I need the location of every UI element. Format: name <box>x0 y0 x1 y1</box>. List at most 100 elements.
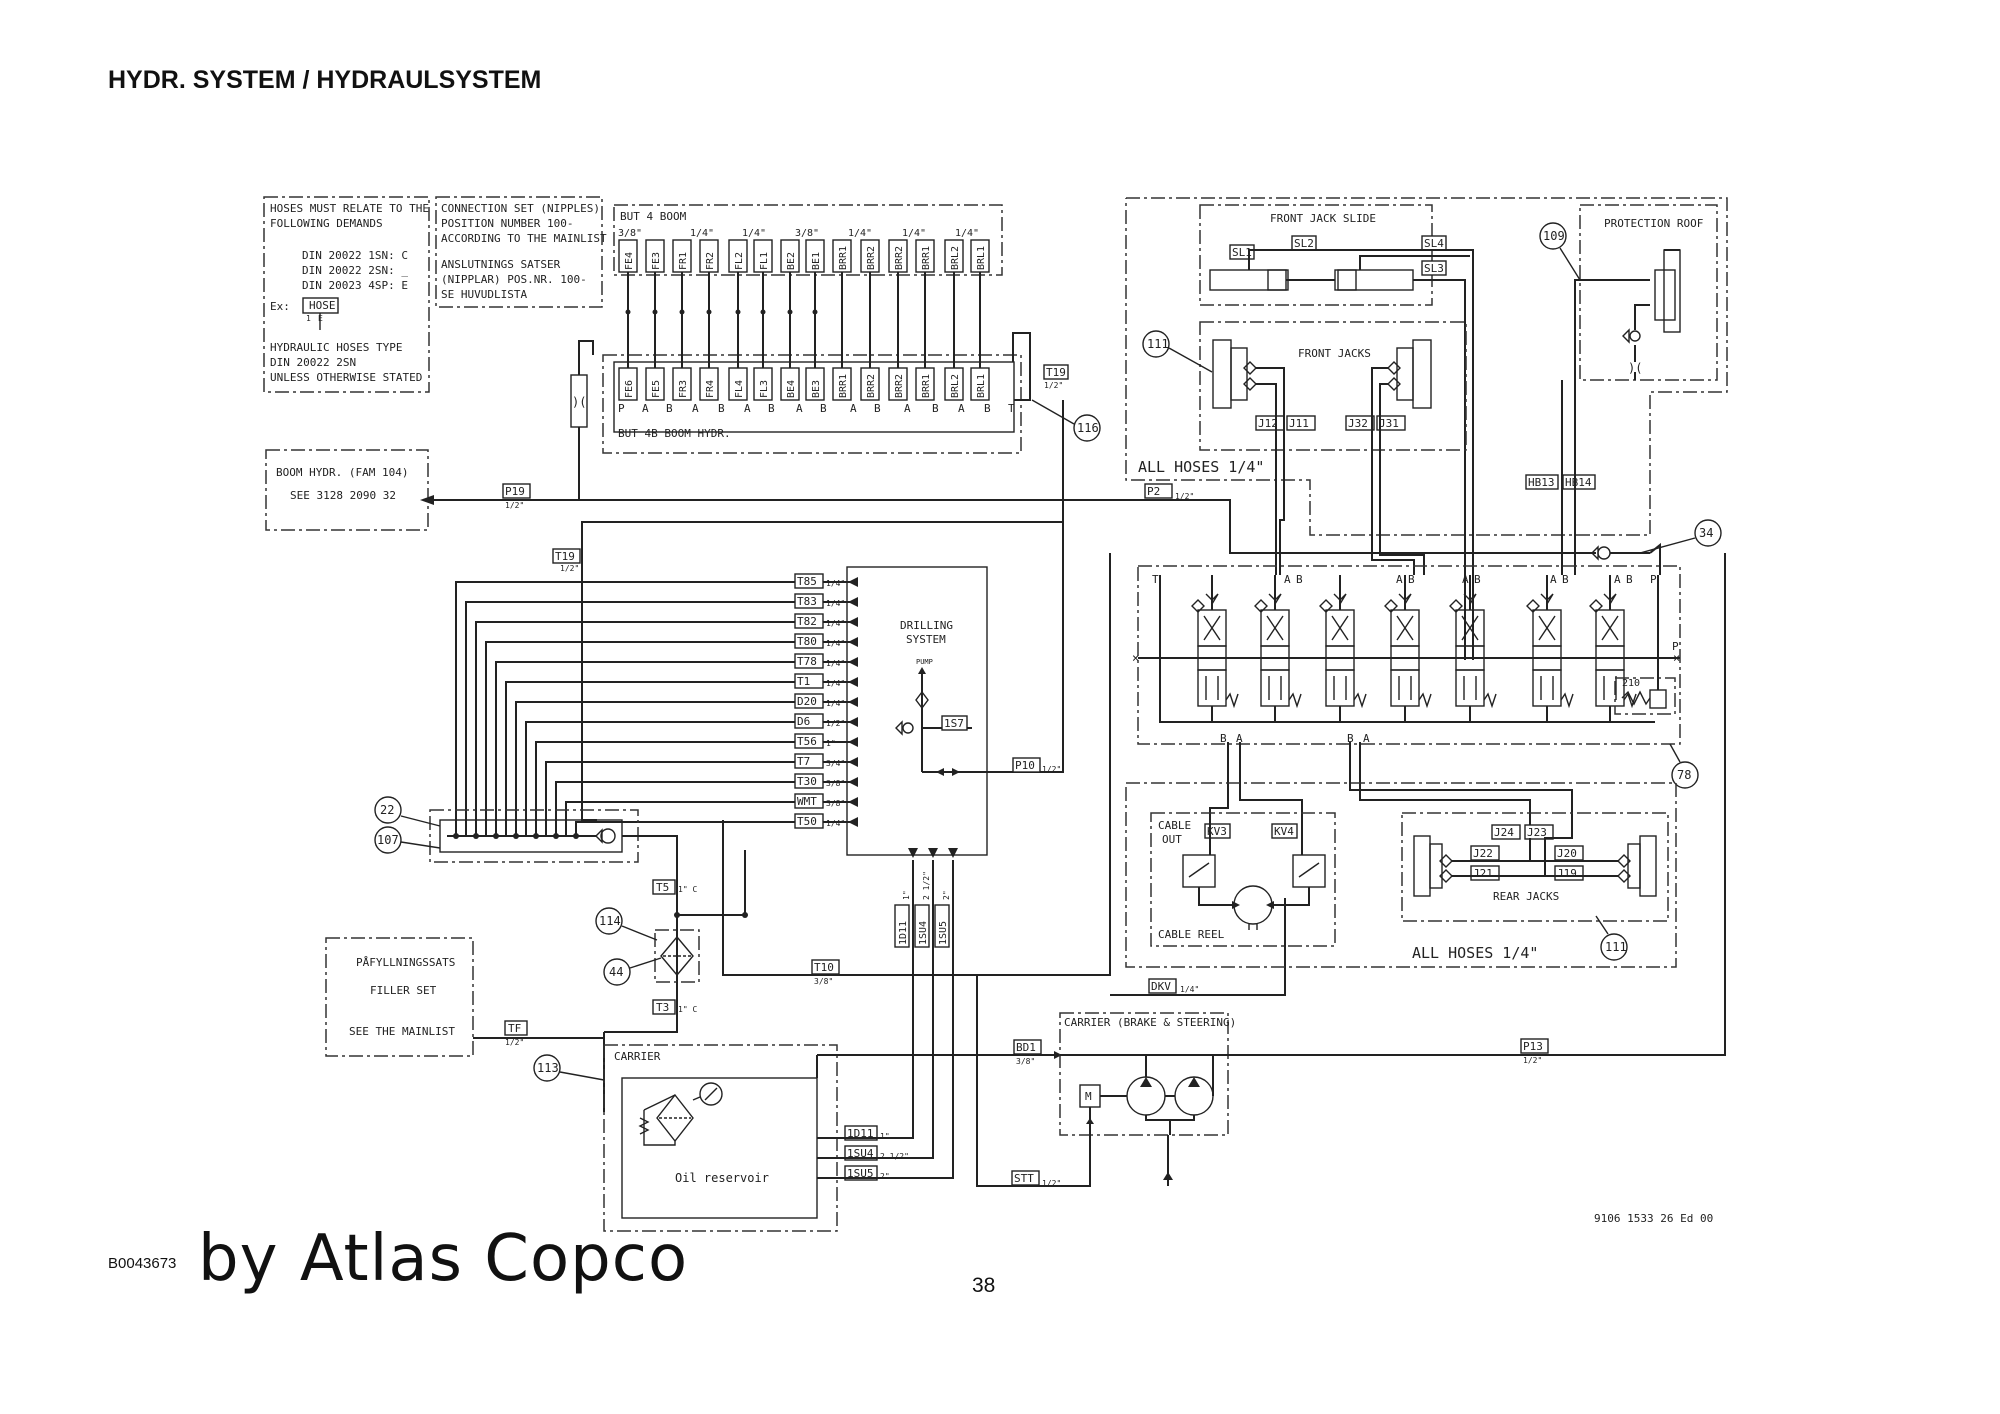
boom-ab-letter: A <box>744 402 751 415</box>
boom-top-port-label: FE4 <box>624 252 635 270</box>
valve-port-letter: B <box>1408 573 1415 586</box>
svg-text:T5: T5 <box>656 881 669 894</box>
valve-port-letter: A <box>1284 573 1291 586</box>
front-section: ALL HOSES 1/4" <box>1125 197 1728 536</box>
drill-line-label <box>794 793 824 809</box>
boom-top-port-label: FL1 <box>759 252 770 270</box>
valve-port-letter: B <box>1562 573 1569 586</box>
svg-text:3/8": 3/8" <box>814 977 833 986</box>
svg-text:22: 22 <box>380 803 394 817</box>
reservoir-line-size: 1" <box>880 1132 890 1141</box>
drill-line-label <box>794 733 824 749</box>
drill-line-text: WMT <box>797 795 817 808</box>
valve-spool-lower <box>1325 669 1355 707</box>
boom-top-port-label: BRL2 <box>950 246 961 270</box>
svg-text:REAR JACKS: REAR JACKS <box>1493 890 1559 903</box>
rear-jacks: J24 J23 J22 J20 J21 J19 REAR JACKS <box>1401 812 1669 922</box>
svg-text:A: A <box>1363 732 1370 745</box>
svg-text:SEE 3128 2090 32: SEE 3128 2090 32 <box>290 489 396 502</box>
callout-111-front: 111 <box>1142 330 1213 373</box>
boom-bottom-port-label: BRR1 <box>921 374 932 398</box>
boom-ab-letter: B <box>768 402 775 415</box>
svg-text:STT: STT <box>1014 1172 1034 1185</box>
drill-line-size: 3/8" <box>826 779 845 788</box>
svg-text:ACCORDING TO THE MAINLIST: ACCORDING TO THE MAINLIST <box>441 232 607 245</box>
boom-top-port-label: BE1 <box>811 252 822 270</box>
valve-port-letter: B <box>1474 573 1481 586</box>
svg-text:PROTECTION ROOF: PROTECTION ROOF <box>1604 217 1703 230</box>
svg-text:HYDRAULIC HOSES TYPE: HYDRAULIC HOSES TYPE <box>270 341 402 354</box>
svg-text:J20: J20 <box>1557 847 1577 860</box>
reservoir-line-label <box>844 1165 878 1181</box>
svg-text:1/2": 1/2" <box>1042 765 1061 774</box>
document-code: B0043673 <box>108 1255 177 1272</box>
drill-line-size: 3/4" <box>826 759 845 768</box>
boom-size-label: 1/4" <box>848 228 872 239</box>
svg-text:ALL HOSES 1/4": ALL HOSES 1/4" <box>1138 458 1264 476</box>
drill-line-text: T50 <box>797 815 817 828</box>
boom-top-port-label: FR1 <box>678 252 689 270</box>
drill-line-label <box>794 573 824 589</box>
hose-p19: P19 1/2" <box>502 483 531 510</box>
svg-text:T19: T19 <box>1046 366 1066 379</box>
hose-hb13-hb14: HB13 HB14 <box>1525 380 1596 575</box>
valve-port-letter: B <box>1296 573 1303 586</box>
boom-top-port-label: BRR2 <box>894 246 905 270</box>
boom-ab-letter: A <box>958 402 965 415</box>
boom-bottom-port-label: BRR1 <box>838 374 849 398</box>
svg-text:DIN 20022 1SN: C: DIN 20022 1SN: C <box>302 249 408 262</box>
svg-text:P19: P19 <box>505 485 525 498</box>
valve-spool-lower <box>1390 669 1420 707</box>
boom-ab-letter: B <box>666 402 673 415</box>
valve-spool-lower <box>1197 669 1227 707</box>
drill-vertical-hose-size: 2" <box>942 890 951 900</box>
valve-port-letter: B <box>1626 573 1633 586</box>
svg-text:113: 113 <box>537 1061 559 1075</box>
drill-line-label <box>794 773 824 789</box>
boom-bottom-port-label: BRL2 <box>950 374 961 398</box>
drill-line-text: D20 <box>797 695 817 708</box>
boom-size-label: 1/4" <box>902 228 926 239</box>
drill-line-text: T1 <box>797 675 810 688</box>
page-number: 38 <box>972 1274 996 1297</box>
hose-t3: T3 1" C <box>652 999 697 1015</box>
svg-text:DKV: DKV <box>1151 980 1171 993</box>
boom-bottom-port-label: BRL1 <box>976 374 987 398</box>
boom-bottom-port-label: BE3 <box>811 380 822 398</box>
svg-text:34: 34 <box>1699 526 1713 540</box>
boom-bottom-port-label: FR4 <box>705 380 716 398</box>
drill-line-size: 1/4" <box>826 679 845 688</box>
boom-bottom-port-label: FL3 <box>759 380 770 398</box>
drill-vertical-hose-text: 1D11 <box>898 921 909 945</box>
svg-text:107: 107 <box>377 833 399 847</box>
drill-line-label <box>794 613 824 629</box>
svg-text:SL4: SL4 <box>1424 237 1444 250</box>
svg-text:B: B <box>1347 732 1354 745</box>
valve-port-letter: A <box>1396 573 1403 586</box>
svg-text:HOSES MUST RELATE TO THE: HOSES MUST RELATE TO THE <box>270 202 429 215</box>
svg-text:1/2": 1/2" <box>1044 381 1063 390</box>
svg-text:CARRIER (BRAKE & STEERING): CARRIER (BRAKE & STEERING) <box>1064 1016 1236 1029</box>
hose-dkv: DKV 1/4" <box>1148 978 1199 994</box>
boom-ab-letter: A <box>850 402 857 415</box>
return-manifold <box>429 809 639 863</box>
drill-line-size: 1/4" <box>826 659 845 668</box>
svg-text:BOOM HYDR. (FAM 104): BOOM HYDR. (FAM 104) <box>276 466 408 479</box>
drill-line-size: 1/2" <box>826 719 845 728</box>
svg-text:J31: J31 <box>1379 417 1399 430</box>
protection-roof: PROTECTION ROOF )( <box>1574 204 1718 440</box>
boom-bottom-port-label: BRR2 <box>894 374 905 398</box>
carrier-box: CARRIER Oil reservoir <box>603 1044 838 1232</box>
front-jack-slide: FRONT JACK SLIDE SL1 SL2 SL4 SL3 <box>1199 204 1474 660</box>
svg-text:Ex:: Ex: <box>270 300 290 313</box>
connection-set-note: CONNECTION SET (NIPPLES) POSITION NUMBER… <box>435 196 607 308</box>
svg-text:FRONT JACK SLIDE: FRONT JACK SLIDE <box>1270 212 1376 225</box>
boom-bottom-port-label: BE4 <box>786 380 797 398</box>
svg-text:1/2": 1/2" <box>1042 1179 1061 1188</box>
boom-top-port-label: BRR1 <box>921 246 932 270</box>
svg-text:J12: J12 <box>1258 417 1278 430</box>
hose-tf: TF 1/2" <box>504 1020 528 1047</box>
svg-text:SL3: SL3 <box>1424 262 1444 275</box>
